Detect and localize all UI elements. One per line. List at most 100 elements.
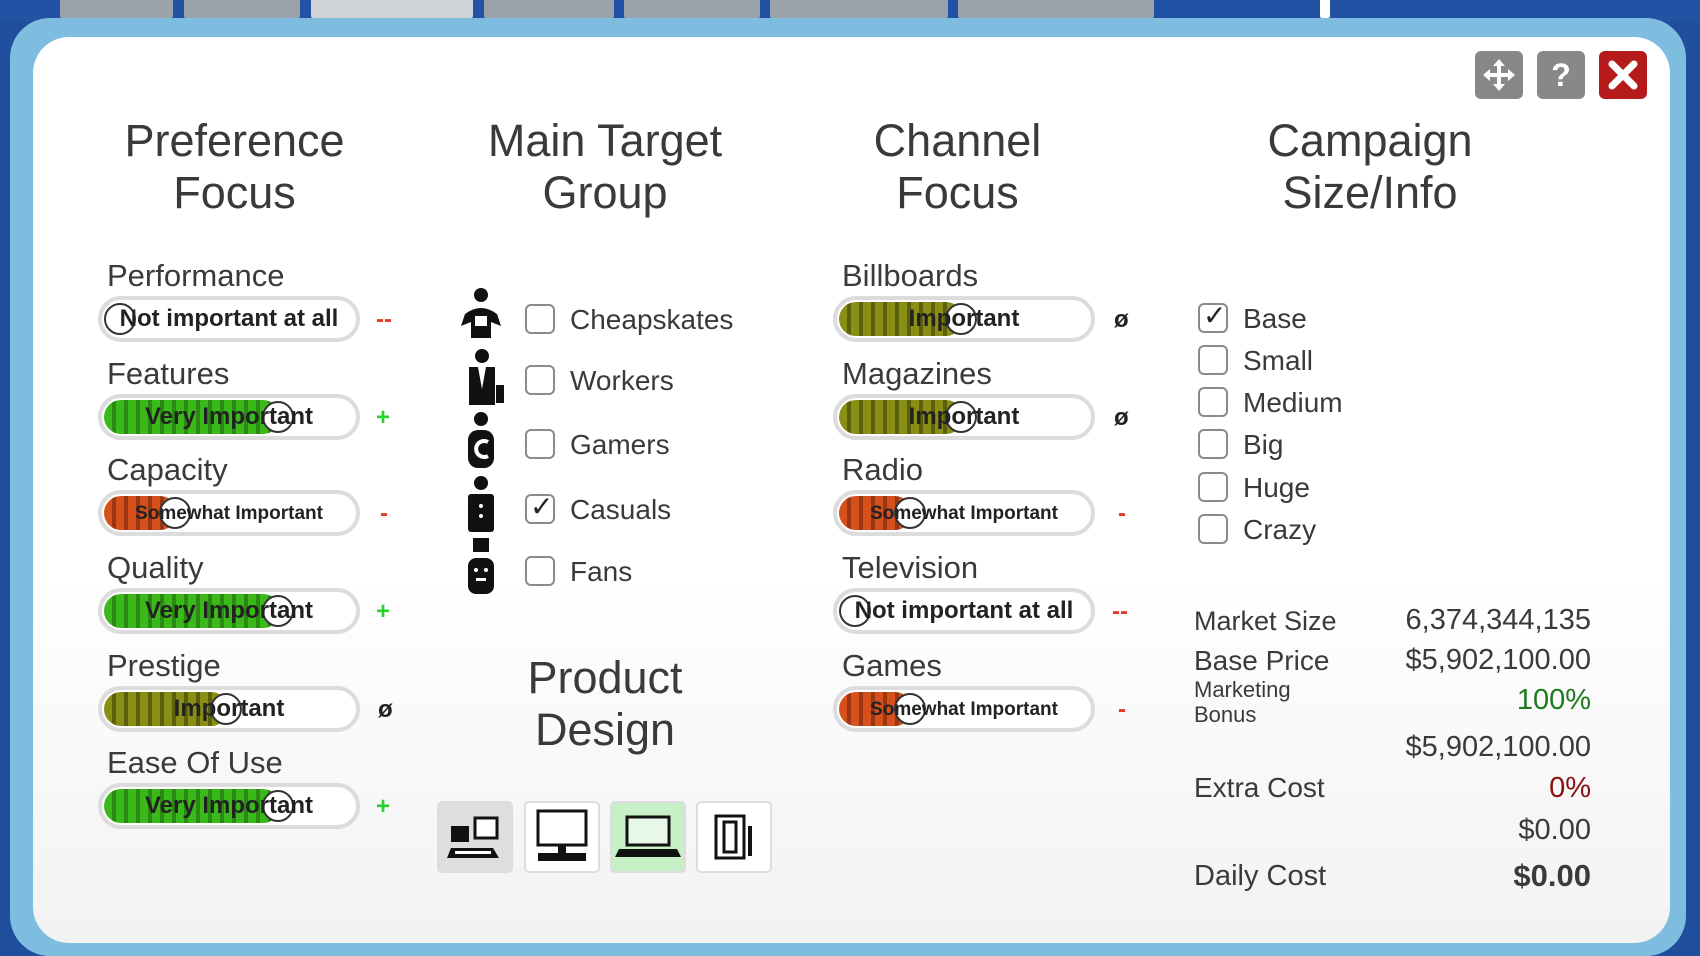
close-icon: [1608, 60, 1638, 90]
target-checkbox-casuals[interactable]: ✓: [525, 491, 555, 524]
channel-slider-billboards[interactable]: Important: [833, 296, 1095, 342]
slider-knob[interactable]: [894, 693, 926, 725]
channel-indicator: ø: [1114, 306, 1129, 333]
channel-indicator: ø: [1114, 404, 1129, 431]
daily-cost-label: Daily Cost: [1194, 860, 1327, 892]
channel-focus-heading: Channel Focus: [873, 115, 1042, 218]
target-checkbox-workers[interactable]: [525, 365, 555, 395]
channel-indicator: --: [1112, 598, 1128, 625]
help-button[interactable]: ?: [1537, 51, 1585, 99]
cheapskate-icon: [461, 288, 501, 338]
gamer-icon: [468, 412, 494, 468]
channel-label: Magazines: [842, 356, 992, 391]
channel-indicator: -: [1118, 696, 1126, 723]
help-icon: ?: [1551, 56, 1571, 93]
preference-label: Performance: [107, 258, 285, 293]
preference-indicator: +: [376, 404, 391, 431]
channel-slider-radio[interactable]: Somewhat Important: [833, 490, 1095, 536]
slider-value: Somewhat Important: [870, 502, 1058, 524]
slider-value: Very Important: [144, 403, 314, 430]
preference-label: Prestige: [107, 648, 221, 683]
preference-slider-quality[interactable]: Very Important: [98, 588, 360, 634]
background-tab: [311, 0, 473, 18]
preference-indicator: +: [376, 598, 391, 625]
channel-label: Radio: [842, 452, 923, 487]
check-mark: ✓: [530, 491, 554, 522]
preference-indicator: --: [376, 306, 392, 333]
channel-label: Billboards: [842, 258, 979, 293]
move-button[interactable]: [1475, 51, 1523, 99]
slider-value: Somewhat Important: [135, 502, 323, 524]
slider-value: Very Important: [144, 597, 314, 624]
daily-cost-value: $0.00: [1513, 858, 1591, 893]
size-checkbox-base[interactable]: ✓: [1198, 300, 1228, 333]
channel-indicator: -: [1118, 500, 1126, 527]
preference-label: Quality: [107, 550, 204, 585]
slider-knob[interactable]: [944, 401, 977, 433]
size-checkbox-medium[interactable]: [1198, 387, 1228, 417]
design-option-desktop-keyboard[interactable]: [437, 801, 513, 873]
preference-slider-capacity[interactable]: Somewhat Important: [98, 490, 360, 536]
background-tab: [60, 0, 173, 18]
target-checkbox-gamers[interactable]: [525, 429, 555, 459]
laptop-icon: [615, 815, 681, 857]
size-checkbox-small[interactable]: [1198, 345, 1228, 375]
slider-value: Important: [173, 695, 285, 722]
close-button[interactable]: [1599, 51, 1647, 99]
size-label: Huge: [1243, 472, 1310, 503]
size-label: Crazy: [1243, 514, 1317, 545]
preference-indicator: -: [380, 500, 388, 527]
size-checkbox-crazy[interactable]: [1198, 514, 1228, 544]
design-option-laptop[interactable]: [610, 801, 686, 873]
tablet-icon: [714, 814, 752, 860]
slider-value: Not important at all: [119, 305, 339, 332]
preference-label: Ease Of Use: [107, 745, 283, 780]
bonus-total-value: $5,902,100.00: [1405, 731, 1591, 763]
target-label: Cheapskates: [570, 304, 734, 335]
preference-slider-ease-of-use[interactable]: Very Important: [98, 783, 360, 829]
marketing-bonus-label: Marketing Bonus: [1194, 677, 1291, 727]
preference-label: Features: [107, 356, 230, 391]
channel-slider-magazines[interactable]: Important: [833, 394, 1095, 440]
main-target-group-heading: Main Target Group: [487, 115, 723, 218]
channel-slider-games[interactable]: Somewhat Important: [833, 686, 1095, 732]
design-option-monitor[interactable]: [524, 801, 600, 873]
size-label: Medium: [1243, 387, 1343, 418]
market-size-value: 6,374,344,135: [1405, 604, 1591, 636]
target-label: Workers: [570, 365, 674, 396]
preference-slider-performance[interactable]: Not important at all: [98, 296, 360, 342]
slider-knob[interactable]: [209, 693, 242, 725]
extra-cost-value: 0%: [1549, 772, 1591, 804]
preference-indicator: ø: [378, 696, 393, 723]
base-price-value: $5,902,100.00: [1405, 644, 1591, 676]
slider-knob[interactable]: [159, 497, 191, 529]
slider-knob[interactable]: [839, 595, 871, 627]
check-mark: ✓: [1203, 300, 1227, 331]
preference-slider-features[interactable]: Very Important: [98, 394, 360, 440]
casual-icon: [468, 476, 494, 532]
slider-value: Not important at all: [854, 597, 1074, 624]
size-label: Small: [1243, 345, 1314, 376]
target-checkbox-fans[interactable]: [525, 556, 555, 586]
slider-knob[interactable]: [944, 303, 977, 335]
base-price-label: Base Price: [1194, 645, 1330, 676]
background-tab: [184, 0, 300, 18]
target-checkbox-cheapskates[interactable]: [525, 304, 555, 334]
slider-knob[interactable]: [262, 790, 295, 822]
campaign-size-info-heading: Campaign Size/Info: [1267, 115, 1473, 218]
slider-knob[interactable]: [104, 303, 136, 335]
target-label: Casuals: [570, 494, 672, 525]
worker-icon: [469, 349, 504, 405]
size-checkbox-huge[interactable]: [1198, 472, 1228, 502]
slider-knob[interactable]: [262, 595, 295, 627]
slider-knob[interactable]: [894, 497, 926, 529]
slider-value: Important: [908, 305, 1020, 332]
channel-slider-television[interactable]: Not important at all: [833, 588, 1095, 634]
slider-knob[interactable]: [262, 401, 295, 433]
design-option-tablet[interactable]: [696, 801, 772, 873]
background-tab: [770, 0, 948, 18]
extra-cost-label: Extra Cost: [1194, 772, 1325, 803]
target-label: Fans: [570, 556, 633, 587]
preference-slider-prestige[interactable]: Important: [98, 686, 360, 732]
size-checkbox-big[interactable]: [1198, 429, 1228, 459]
